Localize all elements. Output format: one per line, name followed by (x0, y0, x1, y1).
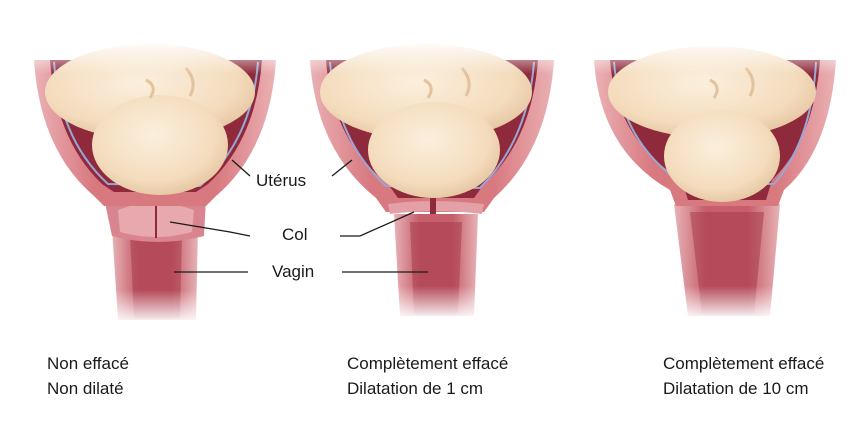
caption-effacement: Non effacé (47, 354, 129, 373)
uterus-leader-left (231, 159, 251, 177)
cervix-label: Col (282, 225, 308, 244)
cervix-leader-left (169, 221, 251, 237)
caption-dilation: Dilatation de 10 cm (663, 379, 809, 398)
caption-panel-3: Complètement effacé Dilatation de 10 cm (663, 351, 824, 401)
caption-effacement: Complètement effacé (663, 354, 825, 373)
caption-dilation: Non dilaté (47, 379, 124, 398)
panel-effaced-10cm (580, 40, 850, 320)
uterus-leader-right (331, 159, 353, 177)
caption-dilation: Dilatation de 1 cm (347, 379, 484, 398)
caption-panel-2: Complètement effacé Dilatation de 1 cm (347, 351, 508, 401)
panel-effaced-1cm (296, 40, 568, 320)
cervix-leader-right (340, 211, 415, 237)
caption-effacement: Complètement effacé (347, 354, 509, 373)
leader-lines (169, 159, 428, 273)
panel-not-effaced (20, 40, 290, 324)
vagina-label: Vagin (272, 262, 315, 281)
uterus-label: Utérus (256, 171, 307, 190)
caption-panel-1: Non effacé Non dilaté (47, 351, 129, 401)
